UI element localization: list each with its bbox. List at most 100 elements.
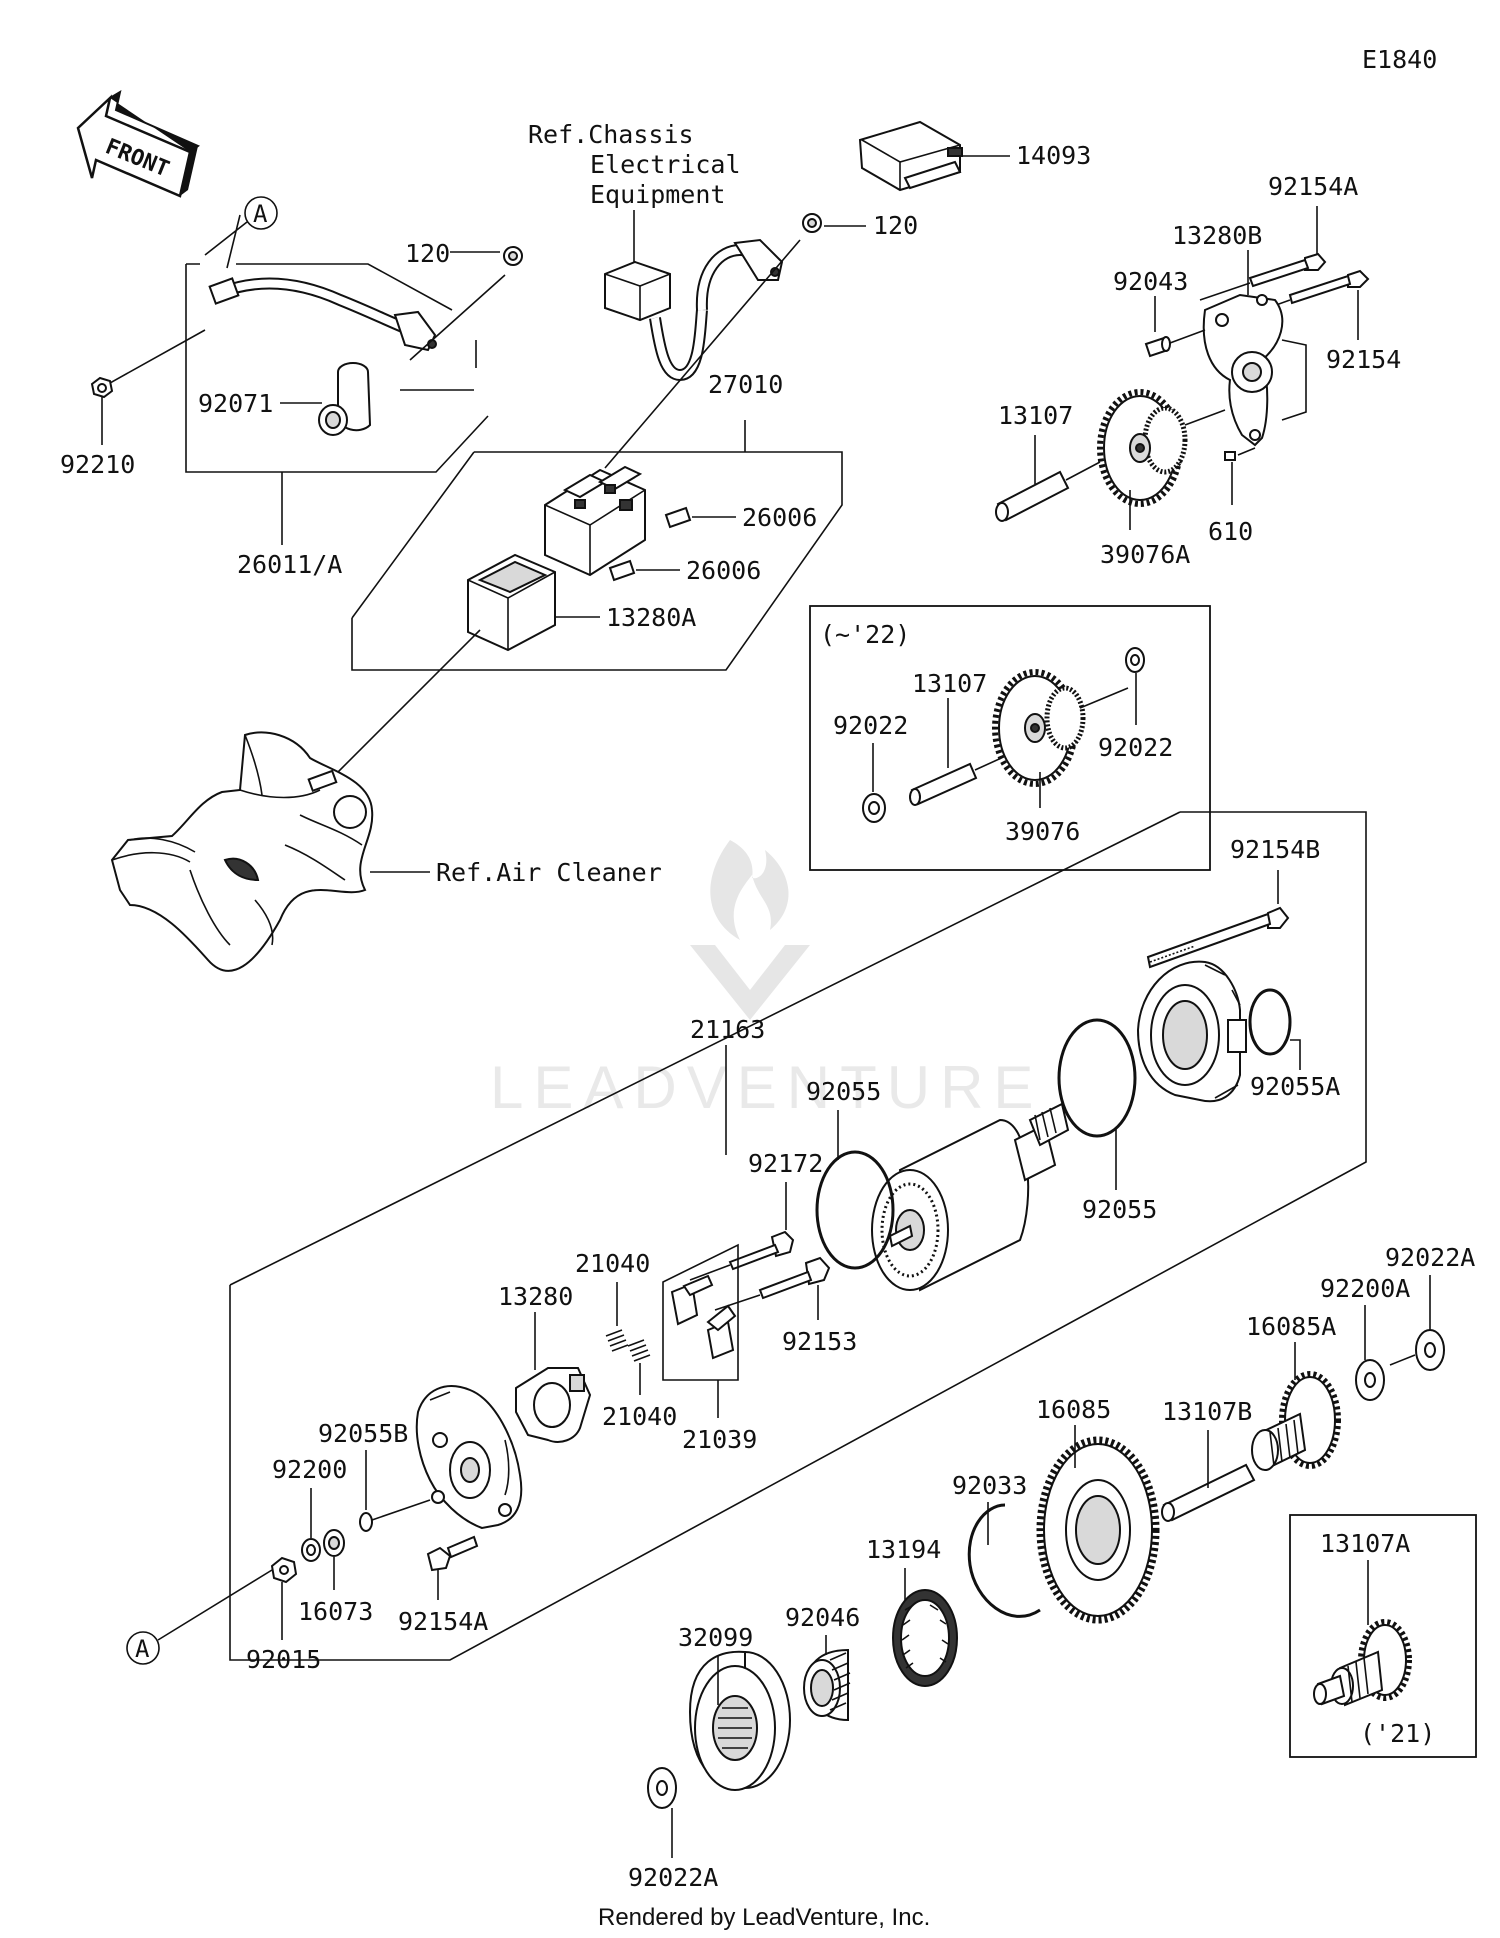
bracket-21163 [229, 811, 1367, 1661]
label-13280: 13280 [498, 1282, 573, 1311]
label-92154: 92154 [1326, 345, 1401, 374]
leader-92154A-top [1199, 206, 1318, 301]
spring-21040-a [605, 1329, 629, 1352]
leader-39076 [1039, 687, 1129, 808]
relay-starter [544, 465, 646, 577]
label-21039: 21039 [682, 1425, 757, 1454]
housing-32099 [688, 1650, 791, 1791]
screw-92153 [758, 1256, 831, 1300]
gear-16085A [1251, 1371, 1341, 1471]
label-16085: 16085 [1036, 1395, 1111, 1424]
circle-a-bottom: A [126, 1631, 160, 1665]
label-92033: 92033 [952, 1471, 1027, 1500]
label-13107B: 13107B [1162, 1397, 1252, 1426]
nut-92210 [90, 376, 114, 399]
label-21163: 21163 [690, 1015, 765, 1044]
ref-chassis-line2: Electrical [590, 150, 741, 179]
leader-92055A [1290, 1039, 1301, 1070]
label-32099: 32099 [678, 1623, 753, 1652]
washer-92022A-bot [647, 1767, 677, 1809]
leader-92172 [689, 1182, 787, 1281]
label-92154A-bot: 92154A [398, 1607, 488, 1636]
label-26006-b: 26006 [686, 556, 761, 585]
bolt-120-b [802, 213, 822, 233]
diagram-code: E1840 [1362, 45, 1437, 74]
bolt-92154 [1288, 269, 1370, 305]
elbow-92071 [318, 362, 372, 436]
label-13280A: 13280A [606, 603, 696, 632]
label-16085A: 16085A [1246, 1312, 1336, 1341]
label-120-a: 120 [405, 239, 450, 268]
cover-13280A [467, 553, 556, 652]
spring-21040-b [627, 1339, 651, 1362]
label-92200: 92200 [272, 1455, 347, 1484]
bracket-13280B [1202, 293, 1284, 447]
label-14093: 14093 [1016, 141, 1091, 170]
ref-chassis-line3: Equipment [590, 180, 725, 209]
bracket-26011-top [186, 263, 477, 391]
fuse-26006-a [664, 506, 692, 529]
label-92055-a: 92055 [806, 1077, 881, 1106]
label-13194: 13194 [866, 1535, 941, 1564]
gear-16085 [1036, 1436, 1160, 1624]
label-92055-b: 92055 [1082, 1195, 1157, 1224]
label-39076: 39076 [1005, 817, 1080, 846]
washer-16073 [323, 1529, 345, 1557]
label-92022A-top: 92022A [1385, 1243, 1475, 1272]
label-610: 610 [1208, 517, 1253, 546]
pin-610 [1224, 451, 1236, 461]
nut-92015 [270, 1556, 298, 1584]
svg-text:A: A [135, 1635, 150, 1663]
starter-front-housing [1136, 960, 1247, 1103]
label-variant-22: (~'22) [820, 620, 910, 649]
dowel-92043 [1144, 336, 1171, 358]
leader-120-a [409, 251, 506, 361]
label-92071: 92071 [198, 389, 273, 418]
starter-armature [871, 1102, 1070, 1292]
label-92210: 92210 [60, 450, 135, 479]
front-arrow-icon: FRONT [76, 89, 200, 198]
washer-92022-r [1125, 647, 1145, 673]
oring-92055-a [815, 1150, 895, 1270]
washer-92200 [301, 1538, 321, 1562]
bracket-21039 [662, 1243, 739, 1381]
air-cleaner-housing [110, 731, 374, 972]
fuse-26006-b [608, 559, 636, 582]
gear-39076A [1097, 389, 1188, 507]
ref-air-cleaner: Ref.Air Cleaner [436, 858, 662, 887]
leader-610 [1231, 447, 1256, 505]
leader-92043 [1154, 296, 1206, 344]
gear-13107A [1313, 1619, 1412, 1707]
leader-13107-top [1034, 435, 1101, 484]
label-92172: 92172 [748, 1149, 823, 1178]
label-92043: 92043 [1113, 267, 1188, 296]
ref-chassis-line1: Ref.Chassis [528, 120, 694, 149]
label-92200A: 92200A [1320, 1274, 1410, 1303]
label-26006-a: 26006 [742, 503, 817, 532]
label-variant-21: ('21) [1360, 1719, 1435, 1748]
circle-a-top: A [244, 196, 278, 230]
label-92055B: 92055B [318, 1419, 408, 1448]
label-16073: 16073 [298, 1597, 373, 1626]
box-22 [809, 605, 1211, 871]
gear-39076 [992, 669, 1086, 787]
screw-92172 [728, 1230, 795, 1271]
label-92015: 92015 [246, 1645, 321, 1674]
bolt-92154A-bot [426, 1535, 479, 1572]
label-13107-top: 13107 [998, 401, 1073, 430]
label-26011A: 26011/A [237, 550, 342, 579]
shaft-13107B [1161, 1463, 1256, 1522]
leader-92022A-top [1389, 1275, 1431, 1366]
brush-21039 [670, 1274, 737, 1360]
washer-92200A [1355, 1359, 1385, 1401]
bolt-92154A-top [1248, 252, 1327, 288]
leader-39076A [1129, 409, 1226, 530]
oring-92055-b [1057, 1018, 1137, 1138]
bracket-27010 [351, 451, 843, 671]
label-120-b: 120 [873, 211, 918, 240]
leader-120-b [604, 225, 866, 469]
bracket-27010-side [351, 420, 746, 619]
shaft-13107-box [909, 762, 978, 806]
label-92154B: 92154B [1230, 835, 1320, 864]
